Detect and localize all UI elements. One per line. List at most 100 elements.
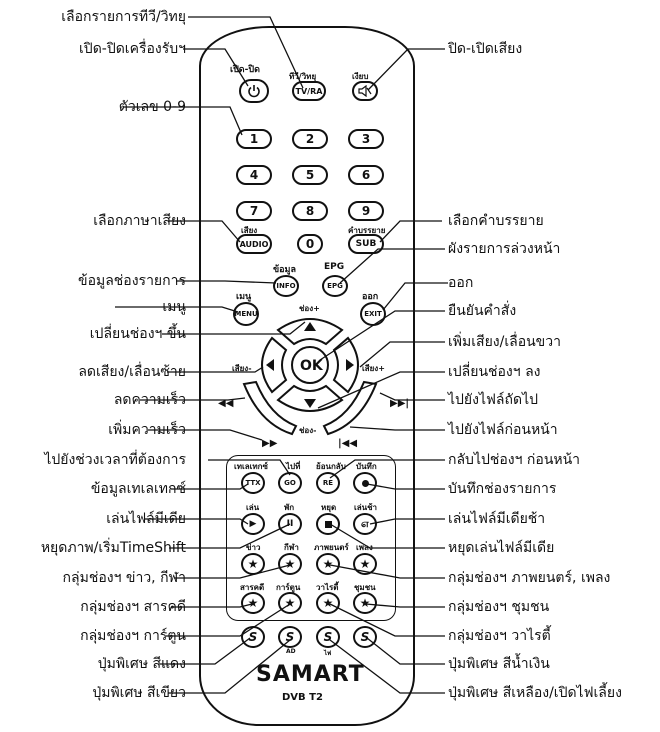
movie-caption: ภาพยนตร์ <box>314 543 349 552</box>
menu-button[interactable]: MENU <box>233 302 259 326</box>
ok-label: OK <box>300 358 323 374</box>
teletext-caption: เทเลเทกซ์ <box>234 462 268 471</box>
callout-label-right: ปุ่มพิเศษ สีเหลือง/เปิดไฟเลี้ยง <box>448 685 622 701</box>
community-button[interactable]: ★ <box>353 592 377 614</box>
green-button[interactable]: S <box>278 626 302 648</box>
dvb-t2-logo: DVB T2 <box>282 692 323 703</box>
cartoon-caption: การ์ตูน <box>276 583 301 592</box>
num-9-button[interactable]: 9 <box>348 201 384 221</box>
star-icon: ★ <box>284 596 296 610</box>
tvra-button[interactable]: TV/RA <box>292 81 326 101</box>
info-button[interactable]: INFO <box>273 275 299 297</box>
callout-label-left: เล่นไฟล์มีเดีย <box>106 511 186 527</box>
slow-icon: ௭ <box>360 516 370 530</box>
record-button[interactable] <box>353 472 377 494</box>
channel-up-button[interactable] <box>276 318 344 346</box>
power-button[interactable] <box>239 79 269 103</box>
play-button[interactable]: ▶ <box>241 513 265 535</box>
movie-button[interactable]: ★ <box>316 553 340 575</box>
callout-label-left: กลุ่มช่องฯ ข่าว, กีฬา <box>62 570 186 586</box>
recall-button[interactable]: RE <box>316 472 340 494</box>
exit-caption: ออก <box>362 292 379 302</box>
num-0-button[interactable]: 0 <box>297 234 323 254</box>
epg-button[interactable]: EPG <box>322 275 348 297</box>
subtitle-button[interactable]: SUB <box>348 234 384 254</box>
callout-label-left: ตัวเลข 0-9 <box>118 99 186 115</box>
record-caption: บันทึก <box>356 462 377 471</box>
callout-label-right: ปุ่มพิเศษ สีน้ำเงิน <box>448 656 550 672</box>
callout-label-right: เลือกคำบรรยาย <box>448 213 544 229</box>
callout-label-right: ไปยังไฟล์ก่อนหน้า <box>448 422 558 438</box>
callout-label-right: หยุดเล่นไฟล์มีเดีย <box>448 540 555 556</box>
arrow-left-icon <box>266 359 274 371</box>
star-icon: ★ <box>247 596 259 610</box>
mute-caption: เงียบ <box>352 72 369 81</box>
num-6-button[interactable]: 6 <box>348 165 384 185</box>
music-button[interactable]: ★ <box>353 553 377 575</box>
docu-caption: สารคดี <box>240 583 265 592</box>
callout-label-right: ผังรายการล่วงหน้า <box>448 241 561 257</box>
callout-label-left: กลุ่มช่องฯ การ์ตูน <box>80 628 186 644</box>
callout-label-right: เล่นไฟล์มีเดียช้า <box>448 511 546 527</box>
callout-label-left: ลดความเร็ว <box>113 392 186 408</box>
tvra-caption: ทีวี/วิทยุ <box>289 72 317 81</box>
goto-caption: ไปที่ <box>286 462 301 471</box>
light-caption: ไฟ <box>324 650 332 657</box>
sport-button[interactable]: ★ <box>278 553 302 575</box>
community-caption: ชุมชน <box>354 583 376 592</box>
callout-label-right: ยืนยันคำสั่ง <box>448 303 517 319</box>
next-file-button[interactable] <box>322 380 378 436</box>
epg-caption: EPG <box>324 262 345 272</box>
star-icon: ★ <box>247 557 259 571</box>
callout-label-left: ไปยังช่วงเวลาที่ต้องการ <box>44 452 186 468</box>
record-icon <box>361 479 369 487</box>
num-3-button[interactable]: 3 <box>348 129 384 149</box>
callout-label-left: เลือกรายการทีวี/วิทยุ <box>61 9 186 25</box>
callout-label-right: กลุ่มช่องฯ ชุมชน <box>448 599 550 615</box>
volume-down-caption: เสียง- <box>232 364 252 373</box>
variety-button[interactable]: ★ <box>316 592 340 614</box>
audio-button[interactable]: AUDIO <box>236 234 272 254</box>
blue-button[interactable]: S <box>353 626 377 648</box>
teletext-button[interactable]: TTX <box>241 472 265 494</box>
goto-button[interactable]: GO <box>278 472 302 494</box>
slow-button[interactable]: ௭ <box>353 513 377 535</box>
mute-icon <box>358 85 372 97</box>
callout-label-right: ปิด-เปิดเสียง <box>448 41 523 57</box>
stop-button[interactable] <box>316 513 340 535</box>
callout-label-right: เปลี่ยนช่องฯ ลง <box>448 364 541 380</box>
star-icon: ★ <box>284 557 296 571</box>
arrow-down-icon <box>304 399 316 408</box>
menu-caption: เมนู <box>236 292 252 302</box>
callout-label-right: ออก <box>448 275 474 291</box>
rewind-icon: ◀◀ <box>218 398 234 409</box>
rewind-button[interactable] <box>242 380 298 436</box>
num-8-button[interactable]: 8 <box>292 201 328 221</box>
ok-button[interactable] <box>291 346 329 384</box>
channel-up-caption: ช่อง+ <box>299 304 320 313</box>
num-5-button[interactable]: 5 <box>292 165 328 185</box>
callout-label-left: หยุดภาพ/เริ่มTimeShift <box>40 540 186 556</box>
num-4-button[interactable]: 4 <box>236 165 272 185</box>
recall-caption: ย้อนกลับ <box>316 462 346 471</box>
callout-label-left: ลดเสียง/เลื่อนซ้าย <box>78 364 186 380</box>
callout-label-left: เมนู <box>162 299 186 315</box>
num-1-button[interactable]: 1 <box>236 129 272 149</box>
num-7-button[interactable]: 7 <box>236 201 272 221</box>
volume-up-caption: เสียง+ <box>362 364 385 373</box>
swirl-icon: S <box>360 630 370 644</box>
num-2-button[interactable]: 2 <box>292 129 328 149</box>
callout-label-left: เปิด-ปิดเครื่องรับฯ <box>79 41 186 57</box>
star-icon: ★ <box>322 596 334 610</box>
callout-label-right: กลับไปช่องฯ ก่อนหน้า <box>448 452 581 468</box>
documentary-button[interactable]: ★ <box>241 592 265 614</box>
info-caption: ข้อมูล <box>273 265 297 275</box>
power-caption: เปิด-ปิด <box>230 65 260 75</box>
swirl-icon: S <box>323 630 333 644</box>
star-icon: ★ <box>322 557 334 571</box>
ad-caption: AD <box>286 648 296 655</box>
music-caption: เพลง <box>356 543 373 552</box>
function-panel <box>226 455 396 621</box>
